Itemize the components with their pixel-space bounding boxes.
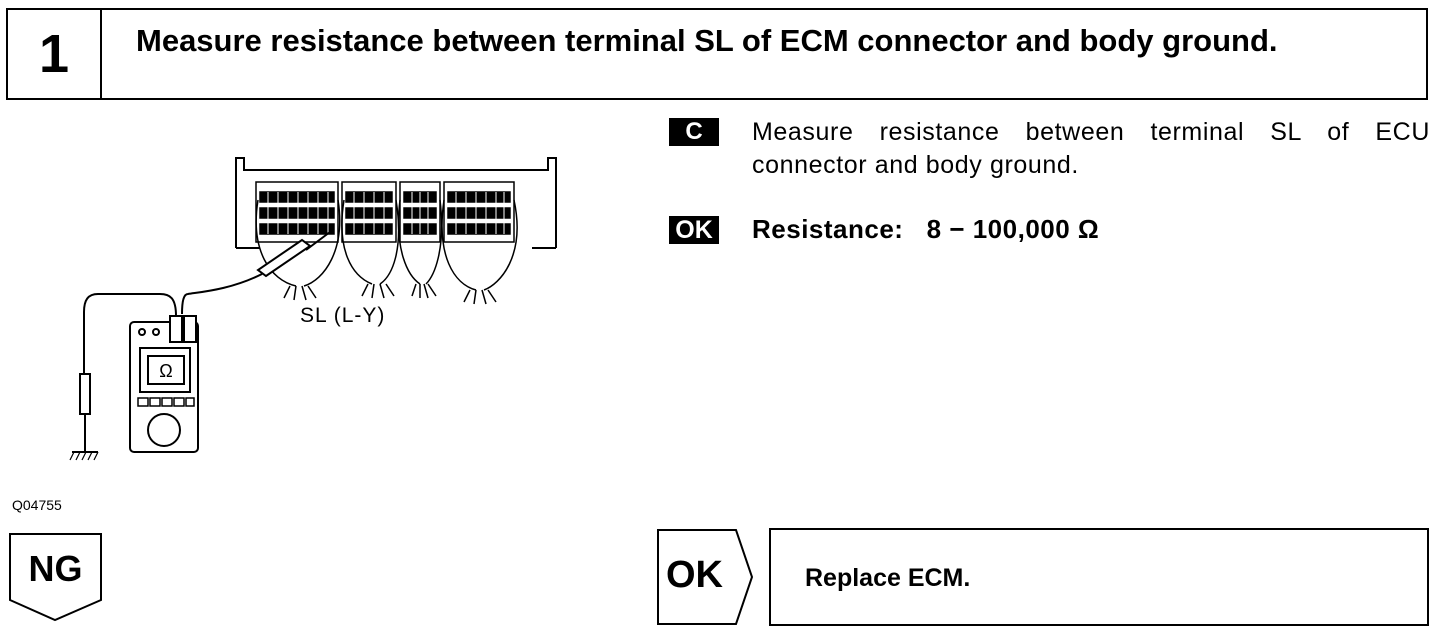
step-title: Measure resistance between terminal SL o… (136, 23, 1278, 58)
step-header: 1 Measure resistance between terminal SL… (6, 8, 1428, 100)
check-badge: C (669, 118, 719, 146)
figure-id: Q04755 (12, 497, 62, 513)
result-box: Replace ECM. (769, 528, 1429, 626)
ok-spec-badge: OK (669, 216, 719, 244)
ohmmeter-connector-diagram: Ω SL (L-Y) (69, 157, 557, 461)
ok-arrow-shape (657, 529, 754, 625)
ok-branch: OK (656, 528, 756, 626)
ng-label: NG (28, 548, 83, 589)
positive-probe (181, 231, 331, 315)
ng-branch: NG (8, 532, 106, 624)
ohmmeter (129, 315, 199, 453)
ng-tag-shape (9, 533, 102, 622)
check-line-2: connector and body ground. (752, 151, 1079, 179)
ecm-connector-blocks (255, 181, 515, 243)
result-action: Replace ECM. (805, 564, 971, 592)
ecm-housing (235, 157, 557, 249)
step-number: 1 (8, 10, 102, 98)
resistance-spec: Resistance: 8 − 100,000 Ω (752, 214, 1100, 244)
wire-harness (255, 199, 518, 305)
check-instruction: Measure resistance between terminal SL o… (752, 116, 1430, 182)
ok-label: OK (666, 554, 723, 596)
ground-probe (69, 293, 177, 461)
check-line-1: Measure resistance between terminal SL o… (752, 118, 1430, 146)
terminal-sl-label: SL (L-Y) (300, 304, 385, 327)
ecm-connector-illustration: Ω SL (L-Y) (0, 100, 640, 500)
meter-symbol: Ω (159, 361, 172, 381)
